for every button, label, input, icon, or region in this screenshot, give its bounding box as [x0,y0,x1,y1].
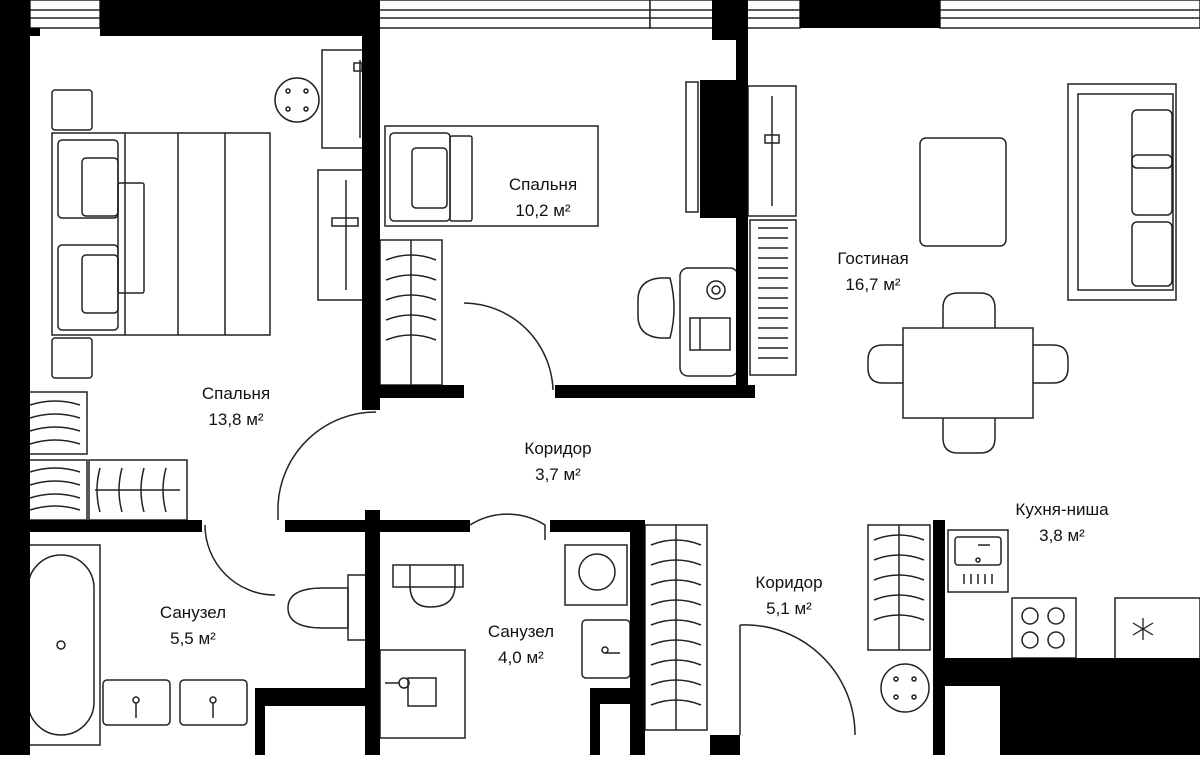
wardrobes-bedroom-large [21,391,188,521]
round-stool-bedroom [274,77,320,123]
room-area: 16,7 м² [845,275,901,294]
kitchen-sink [947,529,1009,593]
bed-large [51,89,271,379]
kitchen-wardrobe [867,524,931,651]
desk-small-bedroom [637,267,739,377]
room-label-corridor-1: Коридор 3,7 м² [524,436,591,488]
shelving-small-bedroom [685,81,797,376]
room-name: Санузел [159,603,227,622]
fridge [1114,597,1200,661]
room-label-corridor-2: Коридор 5,1 м² [755,570,822,622]
room-area: 10,2 м² [515,201,571,220]
toilet-1 [287,574,369,641]
room-area: 3,8 м² [1039,526,1085,545]
desk-bedroom [317,49,368,301]
toilet-2 [392,564,464,608]
room-label-kitchen-niche: Кухня-ниша 3,8 м² [1015,497,1108,549]
corridor-wardrobe [644,524,708,731]
snowflake-icon [1132,618,1154,640]
rug [919,137,1007,247]
room-area: 3,7 м² [535,465,581,484]
room-area: 4,0 м² [498,648,544,667]
room-area: 5,1 м² [766,599,812,618]
room-name: Коридор [524,439,592,458]
room-label-bedroom-large: Спальня 13,8 м² [202,381,270,433]
room-area: 13,8 м² [208,410,264,429]
door-swings [204,302,856,736]
room-label-bathroom-1: Санузел 5,5 м² [160,600,226,652]
room-name: Кухня-ниша [1015,500,1109,519]
round-stool-corridor [880,663,930,713]
washbasins [102,679,248,726]
room-name: Коридор [755,573,823,592]
room-label-bedroom-small: Спальня 10,2 м² [509,172,577,224]
room-name: Гостиная [837,249,909,268]
room-label-living-room: Гостиная 16,7 м² [837,246,908,298]
room-area: 5,5 м² [170,629,216,648]
dining-table [867,292,1069,454]
room-name: Санузел [487,622,555,641]
room-name: Спальня [201,384,271,403]
washbasin-2 [581,619,631,679]
bathtub [21,544,101,746]
shower [379,649,466,739]
kitchen-stove [1011,597,1077,659]
wardrobe-small-bedroom [379,239,443,386]
room-name: Спальня [508,175,578,194]
bed-small [384,125,599,227]
sofa [1067,83,1177,301]
washing-machine [564,544,628,606]
room-label-bathroom-2: Санузел 4,0 м² [488,619,554,671]
